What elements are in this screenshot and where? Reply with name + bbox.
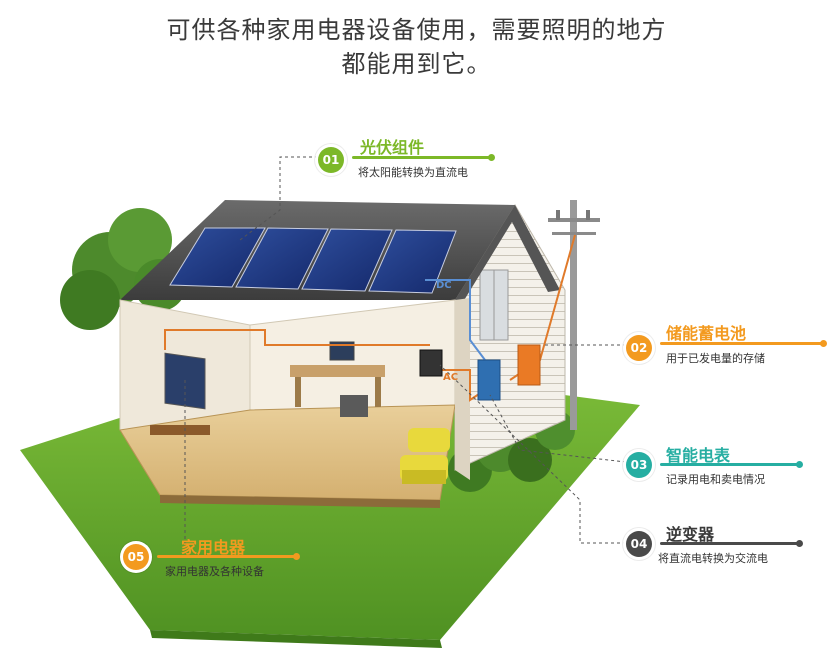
utility-pole — [548, 200, 600, 430]
wire-house-loop — [164, 329, 430, 350]
smart-meter — [419, 349, 443, 377]
heading-line-2: 都能用到它。 — [341, 50, 492, 78]
sofas — [400, 428, 450, 484]
dc-label: DC — [436, 280, 452, 291]
callout-desc: 家用电器及各种设备 — [165, 565, 264, 578]
callout-underline — [660, 461, 803, 468]
callout-title: 逆变器 — [666, 525, 715, 544]
ac-label: AC — [443, 372, 459, 383]
leader-04 — [439, 364, 626, 544]
callout-number: 02 — [626, 335, 652, 361]
callout-number: 01 — [318, 147, 344, 173]
callout-number: 04 — [626, 531, 652, 557]
callout-desc: 将太阳能转换为直流电 — [358, 166, 468, 179]
callout-underline — [660, 340, 827, 347]
callout-desc: 将直流电转换为交流电 — [658, 552, 768, 565]
callout-underline — [660, 540, 803, 547]
battery-box — [517, 344, 541, 386]
wire-dc — [425, 279, 486, 361]
leader-01 — [239, 156, 318, 241]
house-right-wall-section — [455, 298, 470, 480]
inverter-box — [477, 359, 501, 401]
callout-title: 智能电表 — [666, 446, 731, 465]
callout-desc: 用于已发电量的存储 — [666, 352, 765, 365]
callout-desc: 记录用电和卖电情况 — [666, 473, 765, 486]
desk-computer — [290, 341, 385, 417]
callout-underline — [157, 553, 300, 560]
callout-title: 光伏组件 — [360, 138, 425, 157]
callout-title: 储能蓄电池 — [666, 324, 747, 343]
callout-underline — [352, 154, 495, 161]
heading-line-1: 可供各种家用电器设备使用，需要照明的地方 — [166, 16, 667, 44]
callout-title: 家用电器 — [181, 538, 246, 557]
callout-number: 05 — [123, 544, 149, 570]
solar-panels — [169, 227, 457, 294]
callout-number: 03 — [626, 452, 652, 478]
